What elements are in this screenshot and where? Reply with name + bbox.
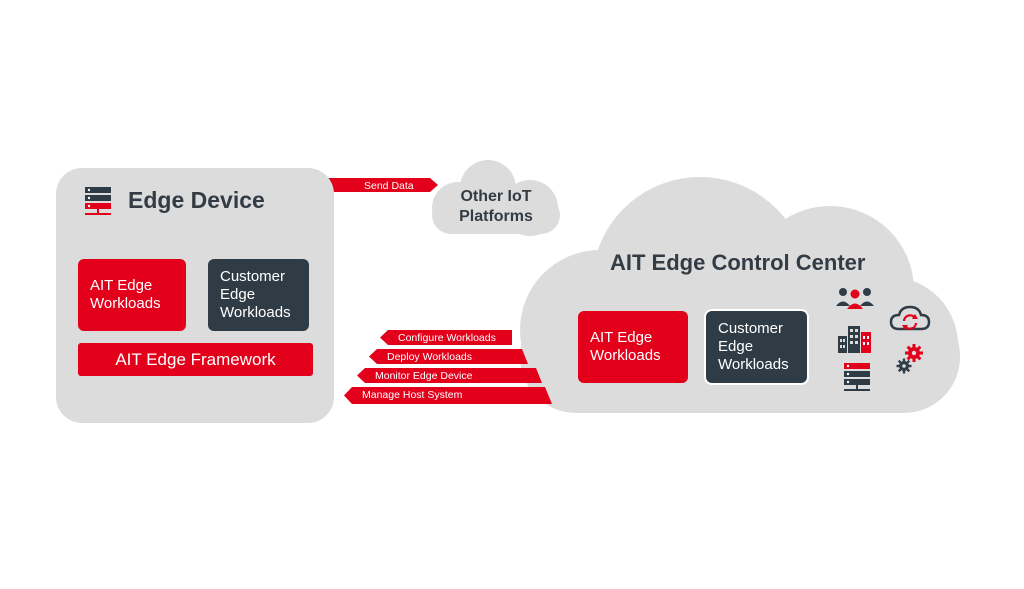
cloud-customer-workloads-line2: Edge xyxy=(718,338,754,355)
iot-platforms-title: Other IoT Platforms xyxy=(433,187,559,227)
edge-customer-workloads-line1: Customer xyxy=(220,268,286,285)
users-icon xyxy=(836,288,874,309)
cloud-customer-workloads-line3: Workloads xyxy=(718,356,789,373)
send-data-label: Send Data xyxy=(364,180,414,192)
edge-customer-workloads-line2: Edge xyxy=(220,286,256,303)
cloud-sync-icon xyxy=(889,305,931,331)
configure-workloads-label: Configure Workloads xyxy=(398,332,496,344)
edge-ait-workloads-line2: Workloads xyxy=(90,295,161,312)
manage-host-system-label: Manage Host System xyxy=(362,389,463,401)
monitor-arrow xyxy=(357,368,542,383)
configure-arrow xyxy=(380,330,512,345)
manage-arrow xyxy=(344,387,552,404)
edge-framework-bar: AIT Edge Framework xyxy=(78,343,313,376)
server-icon xyxy=(844,363,870,391)
buildings-icon xyxy=(838,326,871,353)
iot-title-line1: Other IoT xyxy=(460,188,532,205)
deploy-arrow xyxy=(369,349,528,364)
gears-icon xyxy=(896,344,923,374)
cloud-ait-workloads-line1: AIT Edge xyxy=(590,329,653,346)
cloud-ait-workloads-line2: Workloads xyxy=(590,347,661,364)
edge-device-title: Edge Device xyxy=(128,187,265,213)
cloud-customer-workloads-line1: Customer xyxy=(718,320,784,337)
monitor-edge-device-label: Monitor Edge Device xyxy=(375,370,473,382)
iot-title-line2: Platforms xyxy=(459,208,533,225)
cloud-customer-workloads-box: Customer Edge Workloads xyxy=(706,311,807,383)
edge-ait-workloads-line1: AIT Edge xyxy=(90,277,153,294)
server-icon xyxy=(85,187,111,215)
iot-cloud xyxy=(432,160,560,236)
cloud-ait-workloads-box: AIT Edge Workloads xyxy=(578,311,688,383)
control-center-title: AIT Edge Control Center xyxy=(610,250,866,275)
edge-customer-workloads-box: Customer Edge Workloads xyxy=(208,259,309,331)
edge-customer-workloads-line3: Workloads xyxy=(220,304,291,321)
deploy-workloads-label: Deploy Workloads xyxy=(387,351,473,363)
edge-ait-workloads-box: AIT Edge Workloads xyxy=(78,259,186,331)
send-data-arrow xyxy=(320,178,438,192)
